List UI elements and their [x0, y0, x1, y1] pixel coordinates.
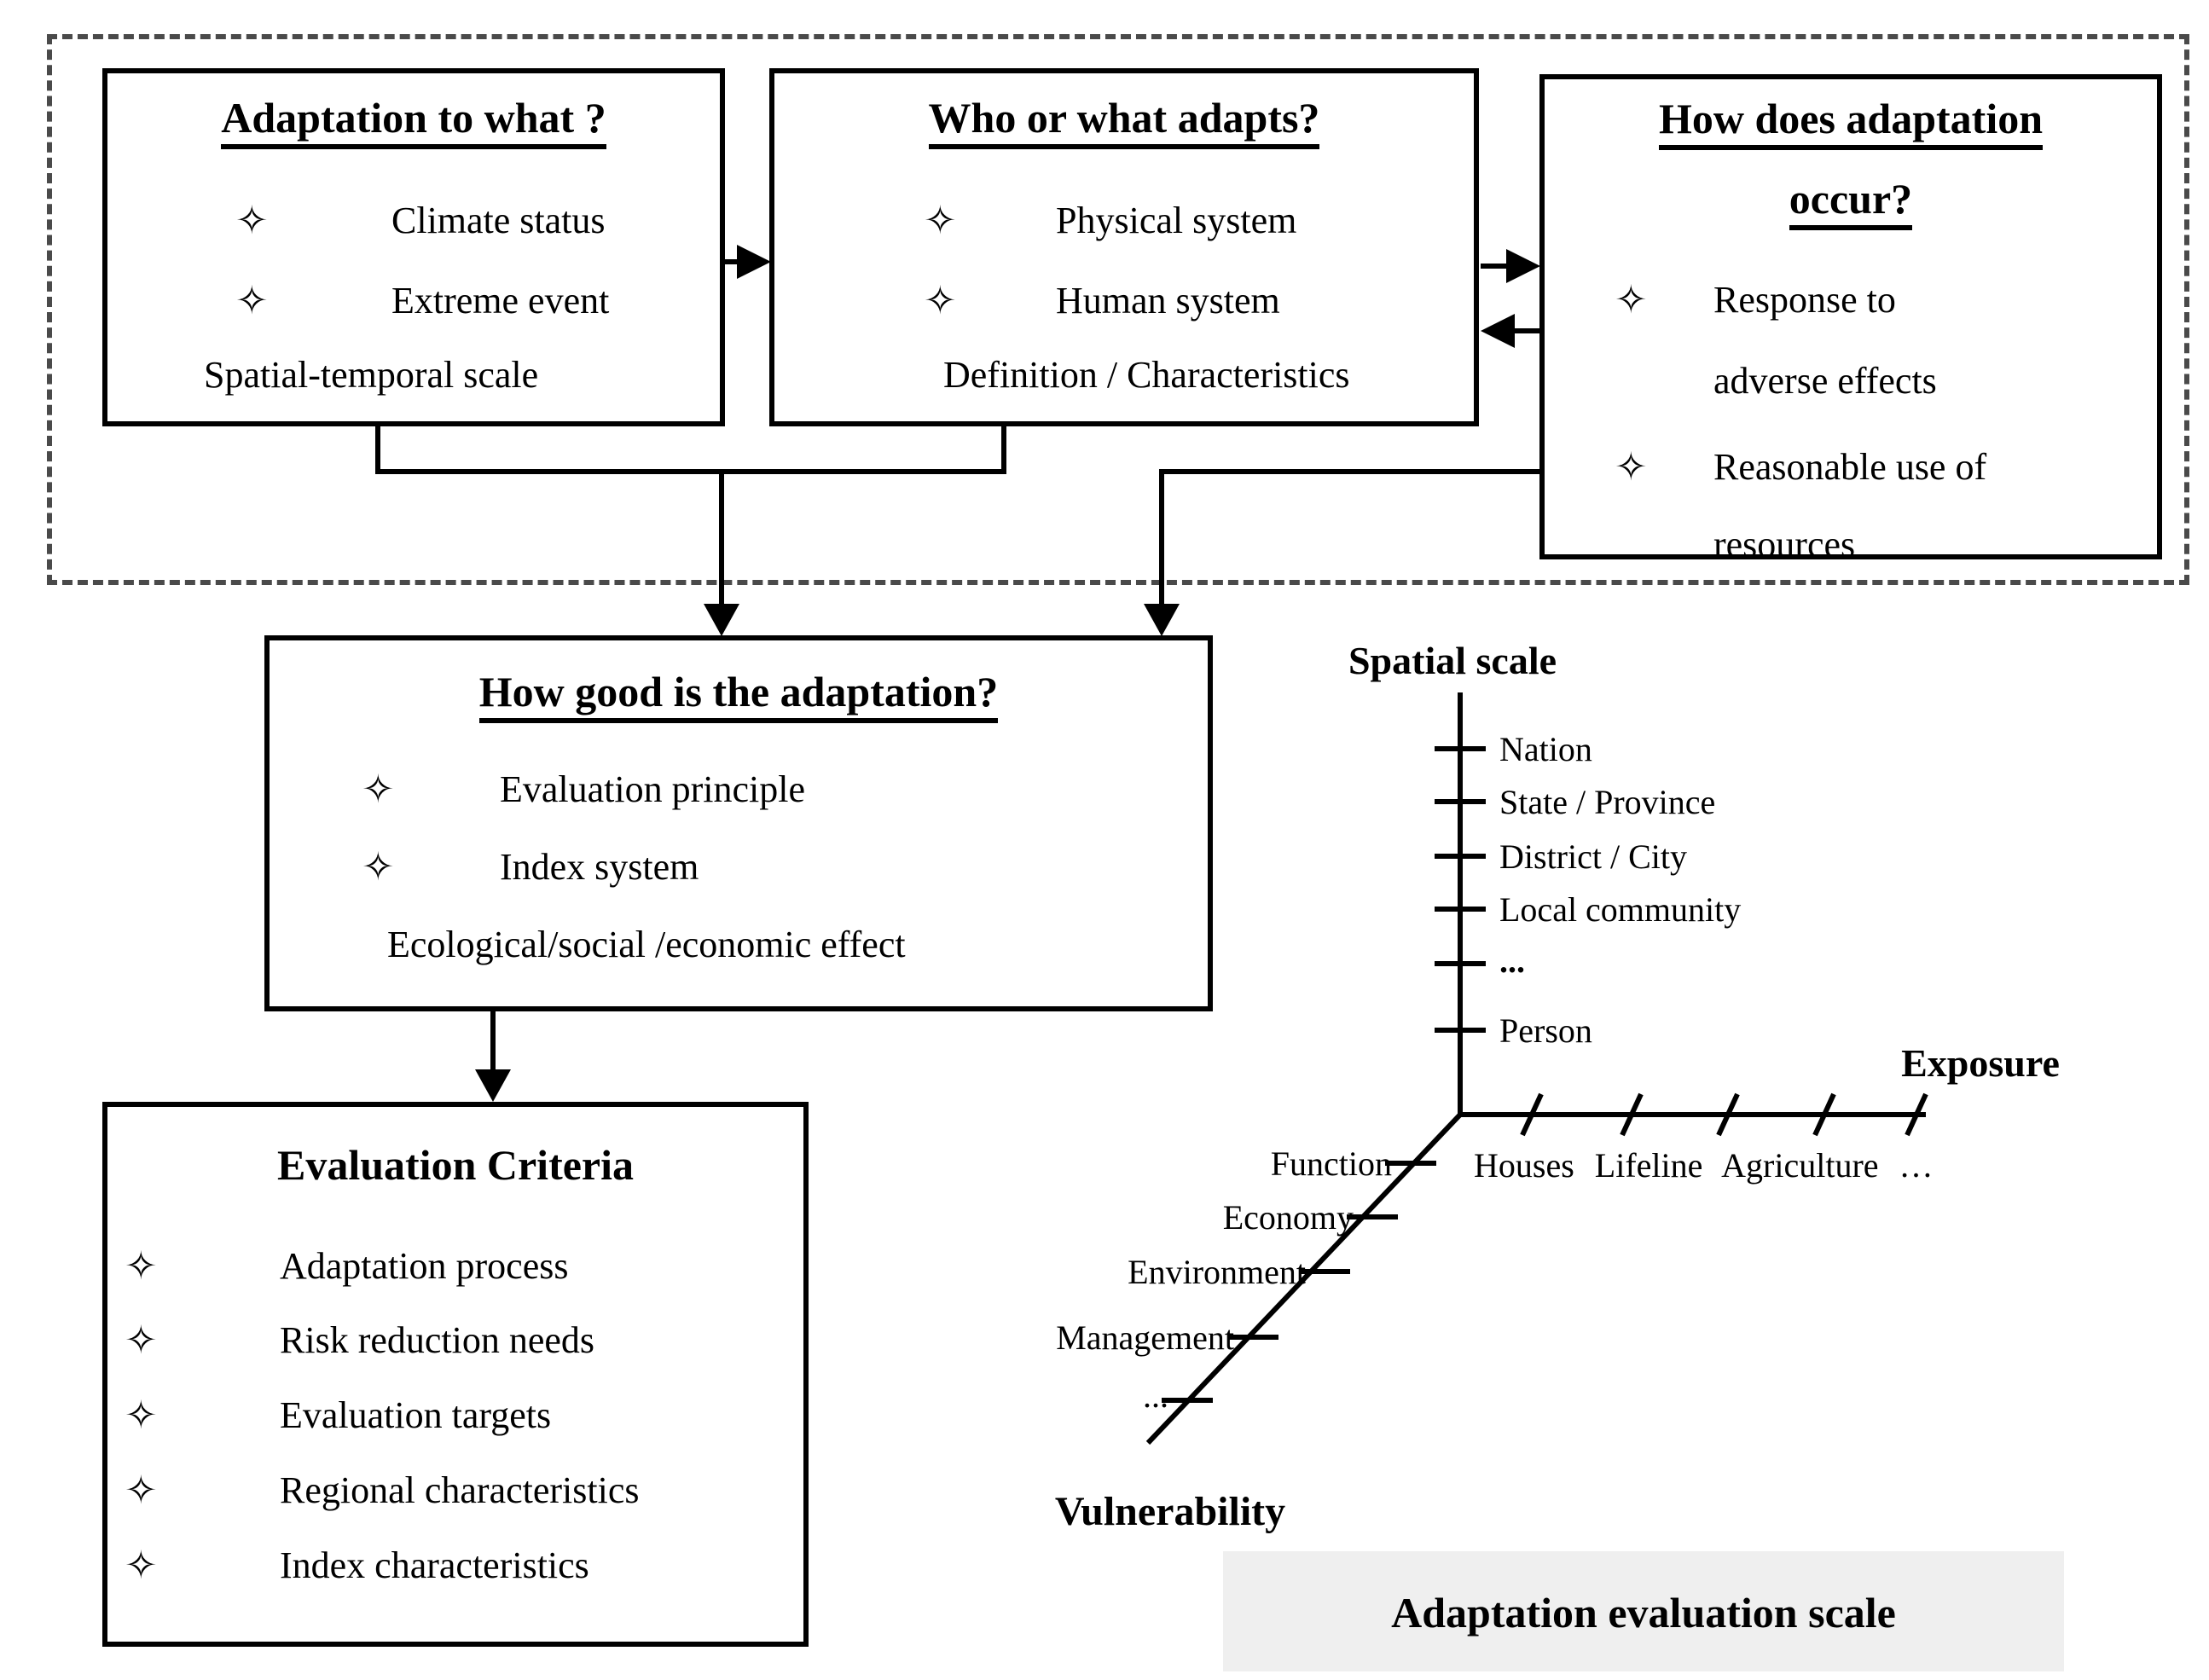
box-title: Who or what adapts? — [774, 92, 1474, 149]
four-pointed-star-bullet-icon: ✧ — [1615, 278, 1648, 322]
four-pointed-star-bullet-icon: ✧ — [924, 199, 957, 242]
spatial-tick-label: ... — [1499, 941, 1525, 980]
tick-mark — [1716, 1092, 1740, 1137]
list-item-continuation: resources — [1713, 524, 1856, 565]
vulnerability-tick-label: ... — [1143, 1376, 1168, 1415]
vulnerability-tick-label: Economy — [1223, 1198, 1354, 1237]
caption-background — [1223, 1551, 2064, 1671]
list-item-continuation: adverse effects — [1713, 360, 1937, 402]
box-title-text: How good is the adaptation? — [478, 668, 999, 723]
spatial-tick-label: District / City — [1499, 837, 1687, 876]
four-pointed-star-bullet-icon: ✧ — [362, 768, 395, 811]
four-pointed-star-bullet-icon: ✧ — [125, 1318, 158, 1362]
box-footer-text: Spatial-temporal scale — [204, 354, 539, 396]
list-item: Index characteristics — [280, 1544, 589, 1586]
list-item: Response to — [1713, 279, 1896, 321]
flow-connectors — [375, 245, 1540, 1102]
box-title: occur? — [1545, 173, 2157, 230]
box-title: How does adaptation — [1545, 93, 2157, 150]
list-item: Evaluation principle — [500, 768, 805, 810]
list-item: Evaluation targets — [280, 1394, 552, 1436]
list-item: Risk reduction needs — [280, 1319, 595, 1361]
box-title-text: occur? — [1789, 175, 1913, 230]
four-pointed-star-bullet-icon: ✧ — [125, 1244, 158, 1288]
list-item: Physical system — [1056, 200, 1297, 241]
vulnerability-tick-label: Function — [1271, 1144, 1392, 1183]
list-item: Climate status — [391, 200, 606, 241]
arrowhead-right-icon — [737, 245, 771, 279]
list-item: Adaptation process — [280, 1245, 569, 1287]
four-pointed-star-bullet-icon: ✧ — [235, 199, 269, 242]
spatial-tick-label: State / Province — [1499, 783, 1715, 821]
tick-mark — [1620, 1092, 1644, 1137]
box-title-text: Who or what adapts? — [928, 94, 1320, 149]
vulnerability-axis-line — [1145, 1112, 1463, 1445]
spatial-tick-label: Nation — [1499, 730, 1592, 768]
spatial-scale-axis-title: Spatial scale — [1348, 639, 1557, 682]
four-pointed-star-bullet-icon: ✧ — [362, 845, 395, 889]
exposure-axis-title: Exposure — [1901, 1041, 2060, 1085]
tick-mark — [1520, 1092, 1544, 1137]
adaptation-evaluation-scale-axes: Spatial scale Exposure Vulnerability Nat… — [1055, 639, 2064, 1671]
dashed-group-frame — [47, 34, 2189, 585]
arrowhead-down-icon — [475, 1069, 511, 1102]
arrowhead-left-icon — [1481, 314, 1515, 348]
exposure-tick-labels: Houses Lifeline Agriculture … — [1474, 1146, 1934, 1185]
tick-mark — [1812, 1092, 1836, 1137]
box-how-does-adaptation-occur: How does adaptation occur? ✧ Response to… — [1539, 74, 2162, 565]
box-footer-text: Definition / Characteristics — [943, 354, 1350, 396]
box-title: Adaptation to what ? — [107, 92, 720, 149]
box-title: How good is the adaptation? — [270, 666, 1208, 723]
figure-caption: Adaptation evaluation scale — [1391, 1589, 1896, 1637]
vulnerability-axis-title: Vulnerability — [1055, 1489, 1285, 1534]
arrowhead-down-icon — [704, 604, 739, 636]
list-item: Index system — [500, 846, 699, 888]
box-adaptation-to-what: Adaptation to what ? ✧ Climate status ✧ … — [102, 68, 725, 426]
vulnerability-tick-label: Environment — [1128, 1253, 1306, 1291]
list-item: Human system — [1056, 280, 1280, 322]
four-pointed-star-bullet-icon: ✧ — [125, 1393, 158, 1437]
box-title-text: Evaluation Criteria — [276, 1141, 635, 1189]
box-evaluation-criteria: Evaluation Criteria ✧ Adaptation process… — [102, 1102, 809, 1647]
box-title-text: Adaptation to what ? — [221, 94, 606, 149]
arrowhead-right-icon — [1506, 249, 1540, 283]
spatial-tick-label: Person — [1499, 1011, 1592, 1050]
arrowhead-down-icon — [1144, 604, 1180, 636]
box-who-or-what-adapts: Who or what adapts? ✧ Physical system ✧ … — [769, 68, 1479, 426]
four-pointed-star-bullet-icon: ✧ — [235, 279, 269, 322]
spatial-tick-label: Local community — [1499, 890, 1741, 929]
elbow-connector — [375, 426, 1006, 474]
box-how-good-is-the-adaptation: How good is the adaptation? ✧ Evaluation… — [264, 635, 1213, 1011]
list-item: Regional characteristics — [280, 1469, 640, 1511]
tick-mark — [1905, 1092, 1928, 1137]
box-title-text: How does adaptation — [1658, 95, 2044, 150]
list-item: Extreme event — [391, 280, 610, 322]
box-footer-text: Ecological/social /economic effect — [387, 924, 906, 965]
vulnerability-tick-label: Management — [1056, 1318, 1234, 1357]
four-pointed-star-bullet-icon: ✧ — [125, 1544, 158, 1587]
list-item: Reasonable use of — [1713, 446, 1987, 488]
box-title: Evaluation Criteria — [107, 1139, 803, 1190]
elbow-connector — [1159, 469, 1540, 604]
four-pointed-star-bullet-icon: ✧ — [125, 1469, 158, 1512]
four-pointed-star-bullet-icon: ✧ — [1615, 445, 1648, 489]
four-pointed-star-bullet-icon: ✧ — [924, 279, 957, 322]
